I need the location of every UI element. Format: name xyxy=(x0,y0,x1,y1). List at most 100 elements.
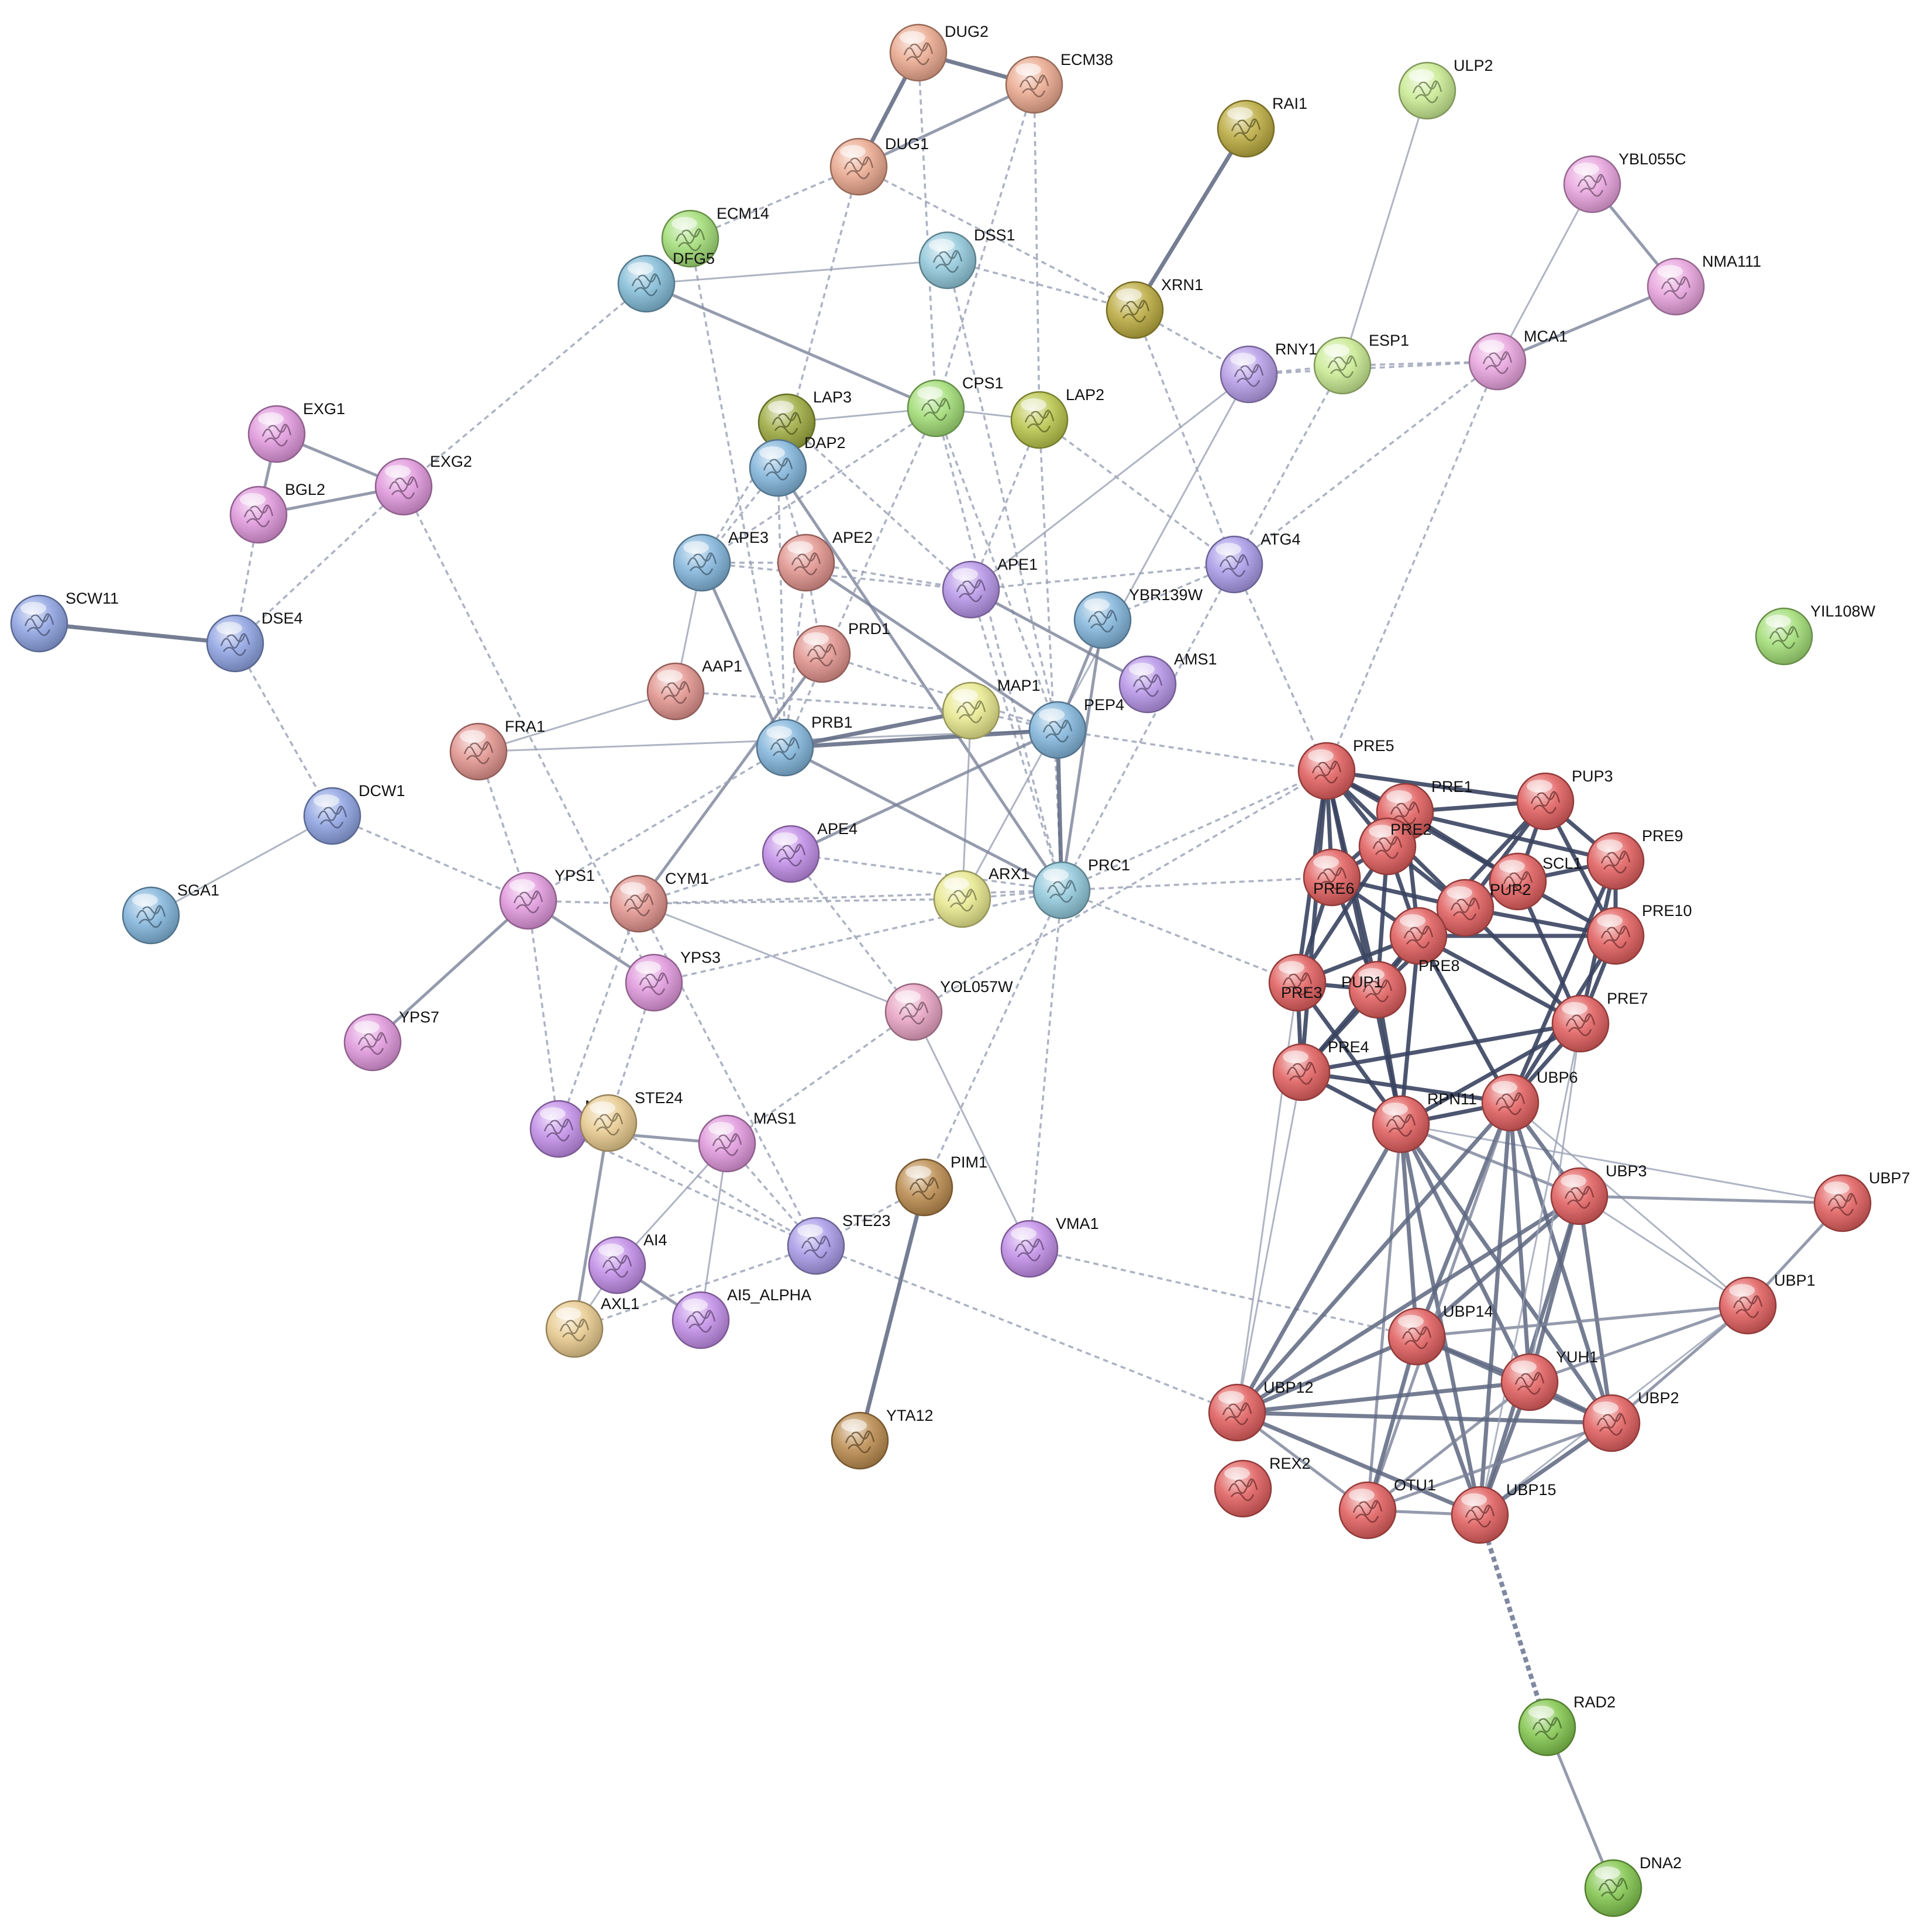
node-highlight xyxy=(1230,353,1256,366)
node-yuh1[interactable]: YUH1 xyxy=(1500,1348,1598,1411)
node-prc1[interactable]: PRC1 xyxy=(1032,856,1130,919)
node-dap2[interactable]: DAP2 xyxy=(749,434,846,497)
node-map1[interactable]: MAP1 xyxy=(942,677,1041,740)
node-ulp2[interactable]: ULP2 xyxy=(1398,57,1493,120)
edge-UBP1-YUH1 xyxy=(1529,1304,1748,1384)
node-ste24[interactable]: STE24 xyxy=(579,1089,683,1152)
node-exg2[interactable]: EXG2 xyxy=(374,453,472,516)
node-ubp2[interactable]: UBP2 xyxy=(1582,1389,1679,1452)
protein-structure-icon xyxy=(1352,1500,1383,1523)
edge-UBP6-UBP15 xyxy=(1478,1102,1513,1516)
node-ape4[interactable]: APE4 xyxy=(762,820,858,883)
node-ubp1[interactable]: UBP1 xyxy=(1719,1272,1816,1335)
node-pup3[interactable]: PUP3 xyxy=(1516,767,1613,831)
node-cps1[interactable]: CPS1 xyxy=(907,374,1004,438)
node-ubp3[interactable]: UBP3 xyxy=(1550,1162,1647,1225)
node-dss1[interactable]: DSS1 xyxy=(918,226,1015,290)
node-pre3[interactable]: PRE3 xyxy=(1268,953,1327,1012)
node-label: ECM14 xyxy=(717,205,769,222)
node-ai4[interactable]: AI4 xyxy=(588,1231,667,1294)
node-aap1[interactable]: AAP1 xyxy=(646,657,742,721)
node-yol057w[interactable]: YOL057W xyxy=(884,978,1013,1041)
node-lap2[interactable]: LAP2 xyxy=(1010,386,1104,449)
node-dug1[interactable]: DUG1 xyxy=(829,135,929,196)
node-yps3[interactable]: YPS3 xyxy=(625,949,721,1012)
node-dse4[interactable]: DSE4 xyxy=(206,609,303,673)
node-pre8[interactable]: PRE8 xyxy=(1389,907,1460,974)
node-scw11[interactable]: SCW11 xyxy=(10,590,119,653)
edge-PRB1-YPS1 xyxy=(528,746,786,902)
node-otu1[interactable]: OTU1 xyxy=(1338,1476,1436,1540)
node-prd1[interactable]: PRD1 xyxy=(793,620,890,683)
node-cym1[interactable]: CYM1 xyxy=(609,870,709,933)
protein-structure-icon xyxy=(807,643,837,667)
node-dcw1[interactable]: DCW1 xyxy=(303,782,405,845)
node-fra1[interactable]: FRA1 xyxy=(449,718,545,781)
node-scl1[interactable]: SCL1 xyxy=(1489,852,1582,911)
node-ecm14[interactable]: ECM14 xyxy=(661,205,769,268)
node-dfg5[interactable]: DFG5 xyxy=(617,250,715,313)
node-pre4[interactable]: PRE4 xyxy=(1272,1038,1369,1101)
node-rex2[interactable]: REX2 xyxy=(1214,1455,1311,1518)
node-mas1[interactable]: MAS1 xyxy=(698,1110,797,1173)
protein-structure-icon xyxy=(1019,74,1049,98)
node-ubp6[interactable]: UBP6 xyxy=(1481,1069,1578,1132)
node-yil108w[interactable]: YIL108W xyxy=(1755,602,1876,666)
edge-DFG5-DSS1 xyxy=(646,259,948,285)
node-ybr139w[interactable]: YBR139W xyxy=(1073,586,1203,649)
node-ste23[interactable]: STE23 xyxy=(787,1212,891,1275)
node-arx1[interactable]: ARX1 xyxy=(933,865,1030,928)
protein-structure-icon xyxy=(843,156,874,180)
node-nma111[interactable]: NMA111 xyxy=(1647,253,1761,316)
node-pim1[interactable]: PIM1 xyxy=(895,1153,987,1217)
node-pre2[interactable]: PRE2 xyxy=(1358,817,1432,876)
node-ubp12[interactable]: UBP12 xyxy=(1208,1379,1314,1442)
node-sga1[interactable]: SGA1 xyxy=(122,881,219,945)
node-pre6[interactable]: PRE6 xyxy=(1303,848,1361,907)
node-xrn1[interactable]: XRN1 xyxy=(1106,276,1203,339)
node-lap3[interactable]: LAP3 xyxy=(757,388,852,452)
node-label: DUG1 xyxy=(885,135,929,153)
node-ubp14[interactable]: UBP14 xyxy=(1387,1303,1493,1366)
node-ai5_alpha[interactable]: AI5_ALPHA xyxy=(671,1286,811,1349)
node-bgl2[interactable]: BGL2 xyxy=(229,481,325,544)
node-pre5[interactable]: PRE5 xyxy=(1297,737,1394,800)
node-prb1[interactable]: PRB1 xyxy=(756,714,853,777)
node-ubp15[interactable]: UBP15 xyxy=(1451,1481,1556,1544)
node-ape3[interactable]: APE3 xyxy=(673,529,769,592)
node-pup1[interactable]: PUP1 xyxy=(1341,960,1407,1019)
node-rny1[interactable]: RNY1 xyxy=(1220,340,1317,404)
node-pep4[interactable]: PEP4 xyxy=(1028,696,1124,759)
node-pre9[interactable]: PRE9 xyxy=(1586,827,1683,890)
node-ams1[interactable]: AMS1 xyxy=(1118,650,1217,714)
node-exg1[interactable]: EXG1 xyxy=(247,400,345,463)
node-ybl055c[interactable]: YBL055C xyxy=(1563,150,1686,213)
node-ubp7[interactable]: UBP7 xyxy=(1813,1169,1910,1232)
node-dug2[interactable]: DUG2 xyxy=(889,23,989,82)
node-yps1[interactable]: YPS1 xyxy=(499,867,595,930)
node-mca1[interactable]: MCA1 xyxy=(1468,328,1568,391)
edge-YBL055C-MCA1 xyxy=(1496,184,1593,362)
node-atg4[interactable]: ATG4 xyxy=(1205,531,1301,594)
node-highlight xyxy=(671,217,697,230)
node-ape2[interactable]: APE2 xyxy=(777,529,873,592)
node-yta12[interactable]: YTA12 xyxy=(831,1407,934,1470)
node-rad2[interactable]: RAD2 xyxy=(1518,1693,1616,1757)
node-pup2[interactable]: PUP2 xyxy=(1436,879,1531,937)
node-ape1[interactable]: APE1 xyxy=(942,556,1038,619)
node-rpn11[interactable]: RPN11 xyxy=(1372,1090,1477,1153)
node-axl1[interactable]: AXL1 xyxy=(545,1295,639,1358)
edge-UBP14-OTU1 xyxy=(1365,1336,1419,1511)
node-esp1[interactable]: ESP1 xyxy=(1313,332,1409,395)
node-dna2[interactable]: DNA2 xyxy=(1584,1854,1682,1917)
node-highlight xyxy=(1479,340,1504,353)
protein-structure-icon xyxy=(1120,299,1150,323)
edge-PRC1-PRE6 xyxy=(1061,876,1332,891)
node-vma1[interactable]: VMA1 xyxy=(1000,1215,1099,1278)
node-rai1[interactable]: RAI1 xyxy=(1217,95,1307,158)
node-pre7[interactable]: PRE7 xyxy=(1551,990,1648,1053)
node-pre10[interactable]: PRE10 xyxy=(1586,902,1692,965)
node-yps7[interactable]: YPS7 xyxy=(343,1008,439,1072)
node-ecm38[interactable]: ECM38 xyxy=(1005,51,1113,114)
